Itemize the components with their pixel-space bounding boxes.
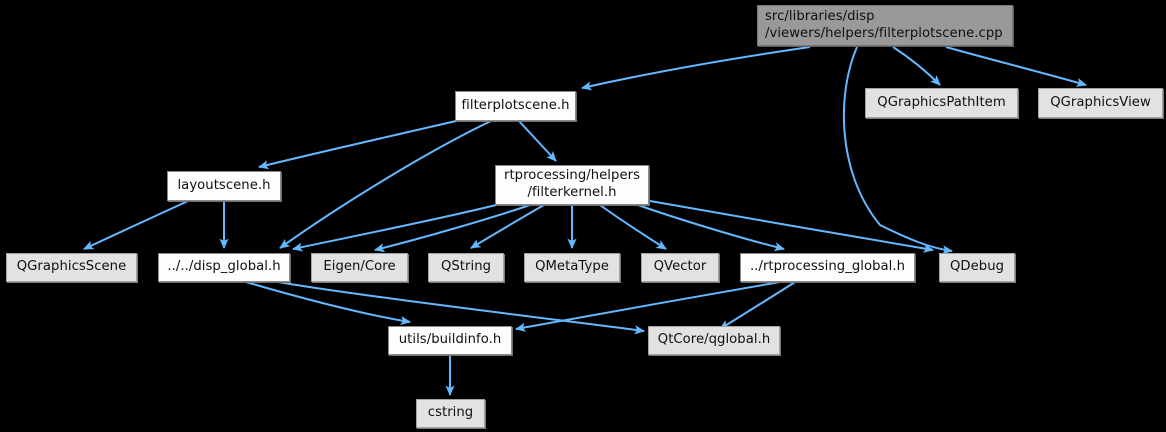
graph-node-label: utils/buildinfo.h — [398, 332, 502, 348]
graph-node-label: Eigen/Core — [323, 259, 396, 275]
edge-fkernel-to-rtglobal — [637, 204, 786, 252]
graph-node-label: ../rtprocessing_global.h — [749, 259, 906, 275]
graph-node-label: QMetaType — [535, 259, 609, 275]
graph-node-gview[interactable]: QGraphicsView — [1038, 88, 1163, 118]
edge-fkernel-to-qdebug — [649, 200, 935, 253]
graph-node-buildinfo[interactable]: utils/buildinfo.h — [388, 326, 512, 355]
edge-layout-to-qgscene — [83, 200, 189, 250]
graph-node-label: QGraphicsScene — [16, 259, 127, 275]
edge-fkernel-to-qvector — [599, 204, 667, 250]
edge-fkernel-to-qstring — [470, 204, 545, 249]
edge-fkernel-to-dispglobal — [291, 204, 497, 252]
graph-node-label: layoutscene.h — [177, 177, 271, 193]
graph-node-rtglobal[interactable]: ../rtprocessing_global.h — [740, 253, 915, 282]
graph-node-label: src/libraries/disp /viewers/helpers/filt… — [765, 8, 1003, 41]
graph-node-qmetatype[interactable]: QMetaType — [524, 253, 620, 282]
graph-node-label: QGraphicsPathItem — [877, 94, 1006, 110]
graph-node-label: QGraphicsView — [1050, 94, 1151, 110]
graph-node-label: QVector — [653, 259, 707, 275]
edge-root-to-qdebug — [842, 46, 954, 255]
edge-root-to-fps — [580, 46, 811, 91]
edge-fkernel-to-eigen — [373, 204, 531, 253]
graph-node-fps[interactable]: filterplotscene.h — [455, 91, 576, 121]
graph-node-label: ../../disp_global.h — [167, 259, 281, 275]
edge-root-to-pathitem — [892, 46, 941, 86]
graph-node-pathitem[interactable]: QGraphicsPathItem — [865, 88, 1018, 118]
graph-node-qstring[interactable]: QString — [428, 253, 504, 282]
graph-node-eigen[interactable]: Eigen/Core — [311, 253, 408, 282]
graph-node-label: cstring — [427, 405, 474, 421]
edge-root-to-gview — [945, 46, 1088, 87]
edge-rtglobal-to-buildinfo — [514, 281, 781, 332]
edge-fps-to-dispglobal — [279, 120, 492, 249]
graph-node-label: QtCore/qglobal.h — [657, 332, 771, 348]
graph-node-cstring[interactable]: cstring — [416, 399, 485, 428]
graph-node-qvector[interactable]: QVector — [641, 253, 719, 282]
edge-fps-to-fkernel — [518, 120, 557, 162]
graph-node-label: filterplotscene.h — [461, 97, 570, 113]
graph-node-dispglobal[interactable]: ../../disp_global.h — [158, 253, 290, 282]
graph-node-label: QDebug — [949, 259, 1005, 275]
graph-node-layout[interactable]: layoutscene.h — [167, 171, 281, 201]
edge-rtglobal-to-qglobal — [719, 281, 796, 330]
graph-node-qgscene[interactable]: QGraphicsScene — [6, 253, 137, 282]
graph-node-fkernel[interactable]: rtprocessing/helpers /filterkernel.h — [495, 165, 649, 205]
graph-node-label: QString — [440, 259, 492, 275]
edge-dispglobal-to-qglobal — [277, 281, 646, 335]
graph-node-qdebug[interactable]: QDebug — [939, 253, 1015, 282]
graph-node-root[interactable]: src/libraries/disp /viewers/helpers/filt… — [757, 5, 1013, 46]
graph-node-qglobal[interactable]: QtCore/qglobal.h — [648, 326, 780, 355]
graph-node-label: rtprocessing/helpers /filterkernel.h — [503, 168, 641, 200]
edge-fps-to-layout — [257, 120, 457, 170]
edge-dispglobal-to-buildinfo — [245, 281, 412, 326]
